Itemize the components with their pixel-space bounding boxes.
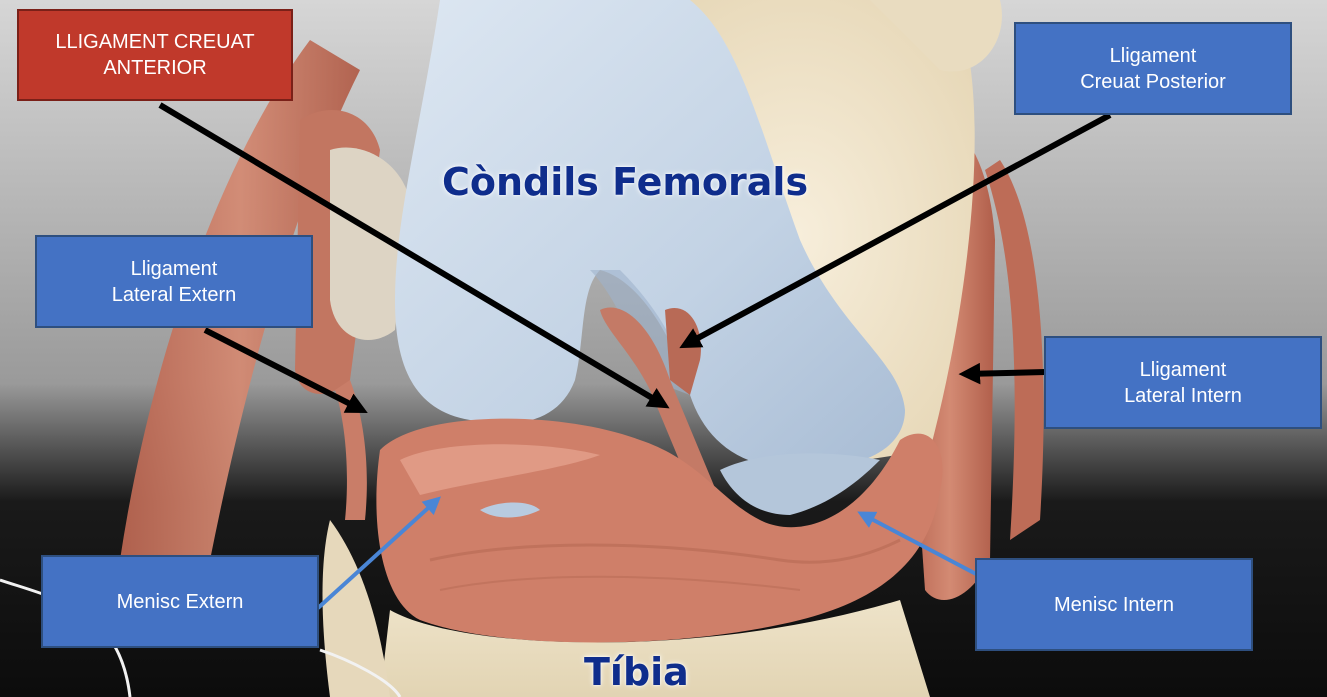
lateral-meniscus-label: Menisc Extern [41, 555, 319, 648]
mcl-label: Lligament Lateral Intern [1044, 336, 1322, 429]
acl-label: LLIGAMENT CREUAT ANTERIOR [17, 9, 293, 101]
femoral-condyles-label: Còndils Femorals [442, 160, 808, 204]
medial-meniscus-label: Menisc Intern [975, 558, 1253, 651]
pcl-label: Lligament Creuat Posterior [1014, 22, 1292, 115]
mcl-arrow-icon [965, 372, 1045, 374]
tibia-label: Tíbia [584, 650, 689, 694]
lcl-label: Lligament Lateral Extern [35, 235, 313, 328]
